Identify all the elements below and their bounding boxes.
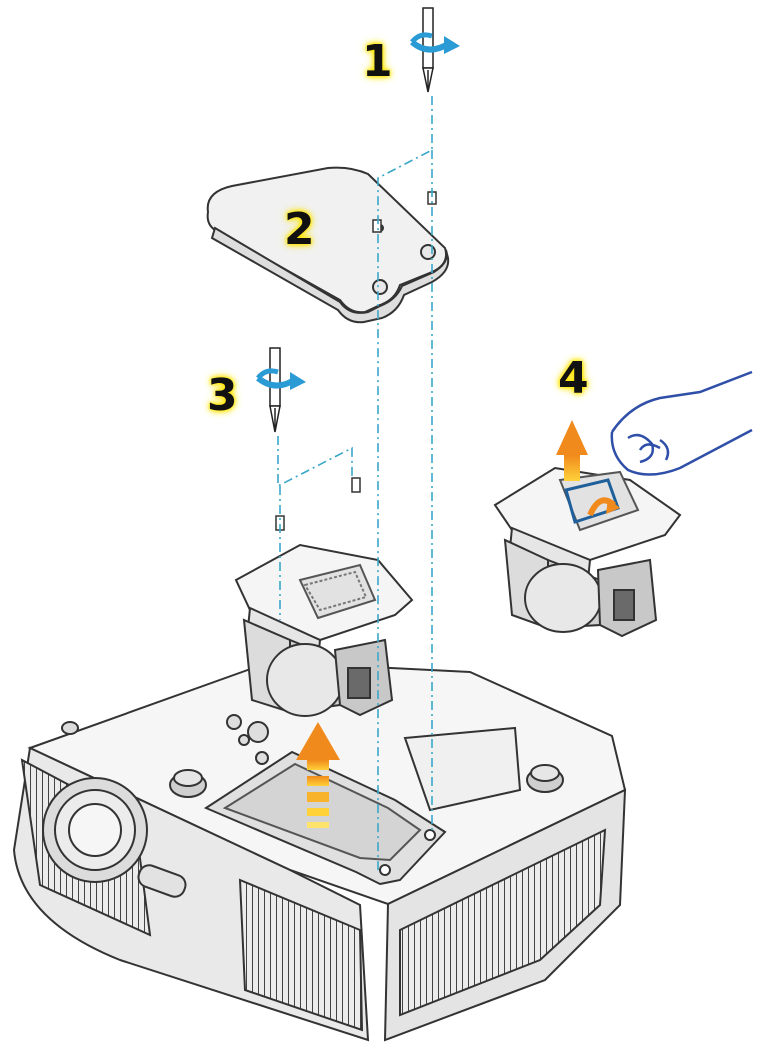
lamp-module xyxy=(234,543,414,717)
lamp-module-handle-lift xyxy=(493,466,682,638)
step-number-4: 4 xyxy=(558,353,589,404)
rotate-arrow-icon xyxy=(256,368,306,390)
screw-icon xyxy=(275,191,437,531)
screwdriver-icon xyxy=(422,7,434,93)
handle-up-arrow-icon xyxy=(556,420,588,481)
rotate-arrow-icon xyxy=(410,32,460,54)
hand-icon xyxy=(610,370,753,476)
projector-body xyxy=(12,660,627,1042)
lamp-cover xyxy=(206,166,450,324)
step-number-2: 2 xyxy=(284,204,315,255)
handle-rotate-arrow-icon xyxy=(587,497,620,517)
step-number-1: 1 xyxy=(362,36,393,87)
step-number-3: 3 xyxy=(207,370,238,421)
lift-arrow-icon xyxy=(296,722,340,828)
screwdriver-icon xyxy=(269,347,281,433)
alignment-guide-lines xyxy=(277,96,433,872)
